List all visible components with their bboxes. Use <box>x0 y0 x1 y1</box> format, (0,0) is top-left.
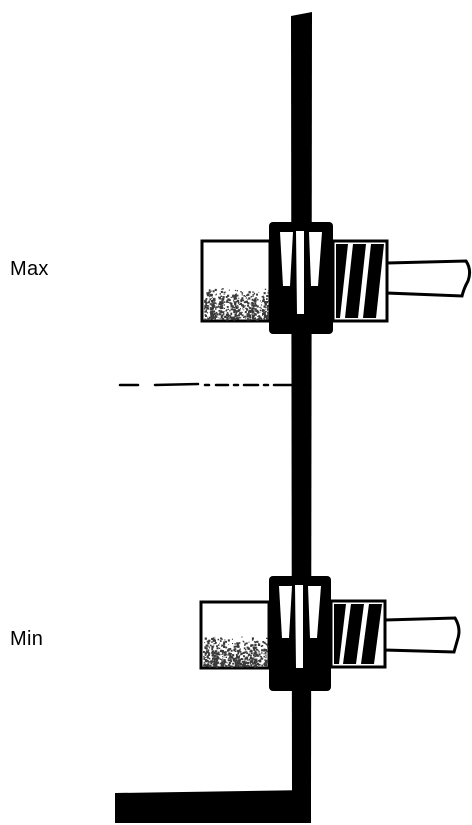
min-level-label: Min <box>10 628 44 650</box>
max-level-label: Max <box>10 258 49 280</box>
dashed-level-line <box>118 382 293 387</box>
sensor-min-shaft <box>383 616 461 654</box>
sensor-min <box>199 576 461 691</box>
sensor-max <box>200 222 472 334</box>
sensor-max-grain-fill <box>204 288 270 321</box>
sensor-min-grain-fill <box>203 636 269 668</box>
base-foot <box>115 790 311 823</box>
sensor-max-tip <box>200 239 272 323</box>
sensor-max-shaft <box>385 259 472 298</box>
